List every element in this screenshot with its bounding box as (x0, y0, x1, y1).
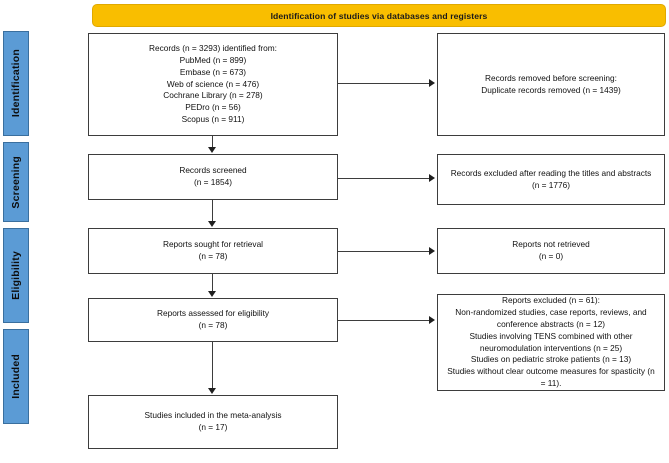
connector-assessed-to-excluded (338, 320, 430, 321)
box-records-screened: Records screened (n = 1854) (88, 154, 338, 200)
arrow-right-icon (429, 247, 435, 255)
arrow-down-icon (208, 291, 216, 297)
banner-title: Identification of studies via databases … (270, 10, 488, 21)
box-records-identified-text: Records (n = 3293) identified from: PubM… (149, 43, 277, 124)
box-reports-excluded-text: Reports excluded (n = 61): Non-randomize… (447, 295, 655, 388)
box-records-removed-before-screening: Records removed before screening: Duplic… (437, 33, 665, 136)
connector-assessed-to-included (212, 342, 213, 389)
connector-sought-to-assessed (212, 274, 213, 292)
arrow-down-icon (208, 388, 216, 394)
stage-label-eligibility-text: Eligibility (10, 251, 22, 300)
connector-screened-to-excluded (338, 178, 430, 179)
box-reports-excluded: Reports excluded (n = 61): Non-randomize… (437, 294, 665, 391)
arrow-right-icon (429, 174, 435, 182)
stage-label-identification: Identification (3, 31, 29, 136)
connector-sought-to-not-retrieved (338, 251, 430, 252)
box-records-excluded: Records excluded after reading the title… (437, 154, 665, 205)
arrow-right-icon (429, 316, 435, 324)
arrow-right-icon (429, 79, 435, 87)
connector-identified-to-removed (338, 83, 430, 84)
box-records-excluded-text: Records excluded after reading the title… (450, 167, 652, 190)
connector-screened-to-sought (212, 200, 213, 222)
diagram-banner: Identification of studies via databases … (92, 4, 666, 27)
connector-identified-to-screened (212, 136, 213, 148)
arrow-down-icon (208, 147, 216, 153)
arrow-down-icon (208, 221, 216, 227)
box-records-removed-text: Records removed before screening: Duplic… (481, 72, 621, 95)
stage-label-screening: Screening (3, 142, 29, 222)
stage-label-eligibility: Eligibility (3, 228, 29, 323)
box-reports-assessed-text: Reports assessed for eligibility (n = 78… (156, 308, 270, 330)
box-reports-not-retrieved-text: Reports not retrieved (n = 0) (512, 239, 590, 261)
box-records-screened-text: Records screened (n = 1854) (179, 165, 247, 187)
stage-label-identification-text: Identification (10, 49, 22, 118)
stage-label-included: Included (3, 329, 29, 424)
box-reports-sought-for-retrieval: Reports sought for retrieval (n = 78) (88, 228, 338, 274)
stage-label-included-text: Included (10, 354, 22, 399)
box-reports-sought-text: Reports sought for retrieval (n = 78) (162, 239, 264, 261)
stage-label-screening-text: Screening (10, 155, 22, 209)
box-studies-included-text: Studies included in the meta-analysis (n… (144, 410, 282, 432)
box-records-identified: Records (n = 3293) identified from: PubM… (88, 33, 338, 136)
box-studies-included-in-meta-analysis: Studies included in the meta-analysis (n… (88, 395, 338, 449)
box-reports-not-retrieved: Reports not retrieved (n = 0) (437, 228, 665, 274)
box-reports-assessed-for-eligibility: Reports assessed for eligibility (n = 78… (88, 298, 338, 342)
